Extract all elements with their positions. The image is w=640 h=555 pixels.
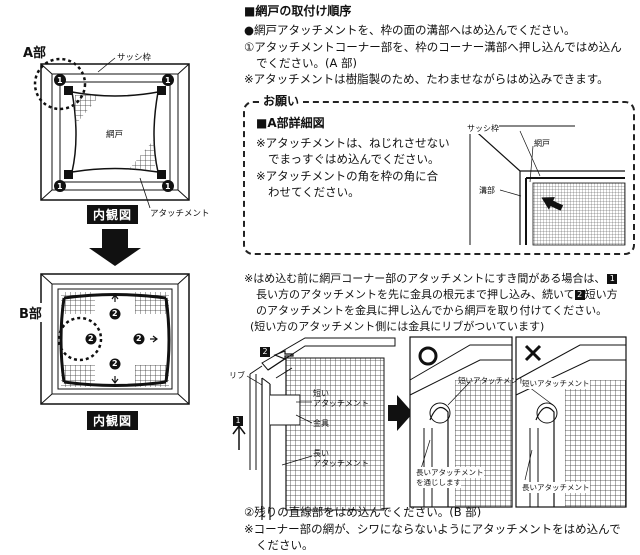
notice-line-1: ※アタッチメントは、ねじれさせない — [256, 136, 450, 150]
screen-label: 網戸 — [106, 130, 124, 140]
badge-2-left: 2 — [88, 334, 94, 343]
badge-2-right: 2 — [136, 334, 142, 343]
ok-long-label-2: を通じします — [416, 477, 461, 488]
fitting-label: 金具 — [313, 419, 329, 428]
a-detail-drawing — [469, 125, 626, 246]
long-att-label-1: 長い — [313, 449, 329, 458]
inner-view-caption-top: 内観図 — [87, 205, 139, 224]
bottom-line-1: ②残りの直線部をはめ込んでください。(B 部) — [244, 505, 482, 519]
short-att-label-1: 短い — [313, 389, 329, 398]
down-arrow — [89, 229, 141, 266]
attachment-fig — [232, 337, 413, 520]
bottom-frame-drawing — [40, 273, 190, 405]
instruction-line-1: ●網戸アタッチメントを、枠の面の溝部へはめ込んでください。 — [244, 23, 576, 37]
instruction-line-3: ※アタッチメントは樹脂製のため、たわませながらはめ込みできます。 — [244, 72, 609, 86]
rib-label: リブ — [229, 371, 245, 380]
fig-badge-2: 2 — [260, 347, 270, 357]
ng-panel — [515, 336, 627, 508]
sash-frame-label: サッシ枠 — [117, 53, 152, 63]
bottom-line-3: ください。 — [256, 538, 314, 552]
ok-long-label-1: 長いアタッチメント — [416, 467, 484, 478]
detail-sash-frame-label: サッシ枠 — [467, 123, 499, 134]
fig-badge-1: 1 — [233, 416, 243, 426]
notice-line-4: わせてください。 — [268, 185, 360, 199]
gap-badge-2: 2 — [574, 290, 585, 300]
top-frame-drawing — [33, 57, 190, 209]
bottom-line-2: ※コーナー部の網が、シワにならないようにアタッチメントをはめ込んで — [244, 522, 621, 536]
attachment-label: アタッチメント — [150, 209, 210, 219]
badge-1-a: 1 — [57, 76, 63, 85]
b-part-label: B部 — [19, 303, 42, 322]
notice-box — [243, 101, 635, 255]
gap-badge-1: 1 — [607, 274, 618, 284]
gap-note-line-4: (短い方のアタッチメント側には金具にリブがついています) — [250, 320, 545, 333]
badge-1-c: 1 — [57, 182, 63, 191]
long-att-label-2: アタッチメント — [313, 459, 369, 468]
gap-note-line-3: のアタッチメントを金具に押し込んでから網戸を取り付けてください。 — [256, 304, 608, 317]
detail-screen-label: 網戸 — [534, 139, 550, 148]
inner-view-caption-bottom: 内観図 — [87, 411, 139, 430]
a-detail-heading: ■A部詳細図 — [256, 116, 325, 130]
notice-title: お願い — [259, 92, 304, 109]
badge-2-top: 2 — [112, 309, 118, 318]
short-att-label-2: アタッチメント — [313, 399, 369, 408]
badge-1-b: 1 — [165, 76, 171, 85]
instructions-heading: ■網戸の取付け順序 — [244, 4, 352, 18]
gap-note-line-1: ※はめ込む前に網戸コーナー部のアタッチメントにすき間がある場合は、1 — [244, 271, 618, 287]
a-part-label: A部 — [23, 46, 47, 61]
instruction-line-2b: でください。(A 部) — [256, 56, 357, 70]
badge-2-bottom: 2 — [112, 359, 118, 368]
ok-short-label: 短いアタッチメント — [458, 376, 526, 385]
notice-line-2: でまっすぐはめ込んでください。 — [268, 152, 440, 166]
notice-line-3: ※アタッチメントの角を枠の角に合 — [256, 169, 439, 183]
instruction-line-2a: ①アタッチメントコーナー部を、枠のコーナー溝部へ押し込んではめ込ん — [244, 40, 622, 54]
badge-1-d: 1 — [165, 182, 171, 191]
detail-groove-label: 溝部 — [479, 186, 495, 195]
ng-long-label: 長いアタッチメント — [522, 482, 590, 493]
ng-short-label: 短いアタッチメント — [522, 378, 590, 389]
